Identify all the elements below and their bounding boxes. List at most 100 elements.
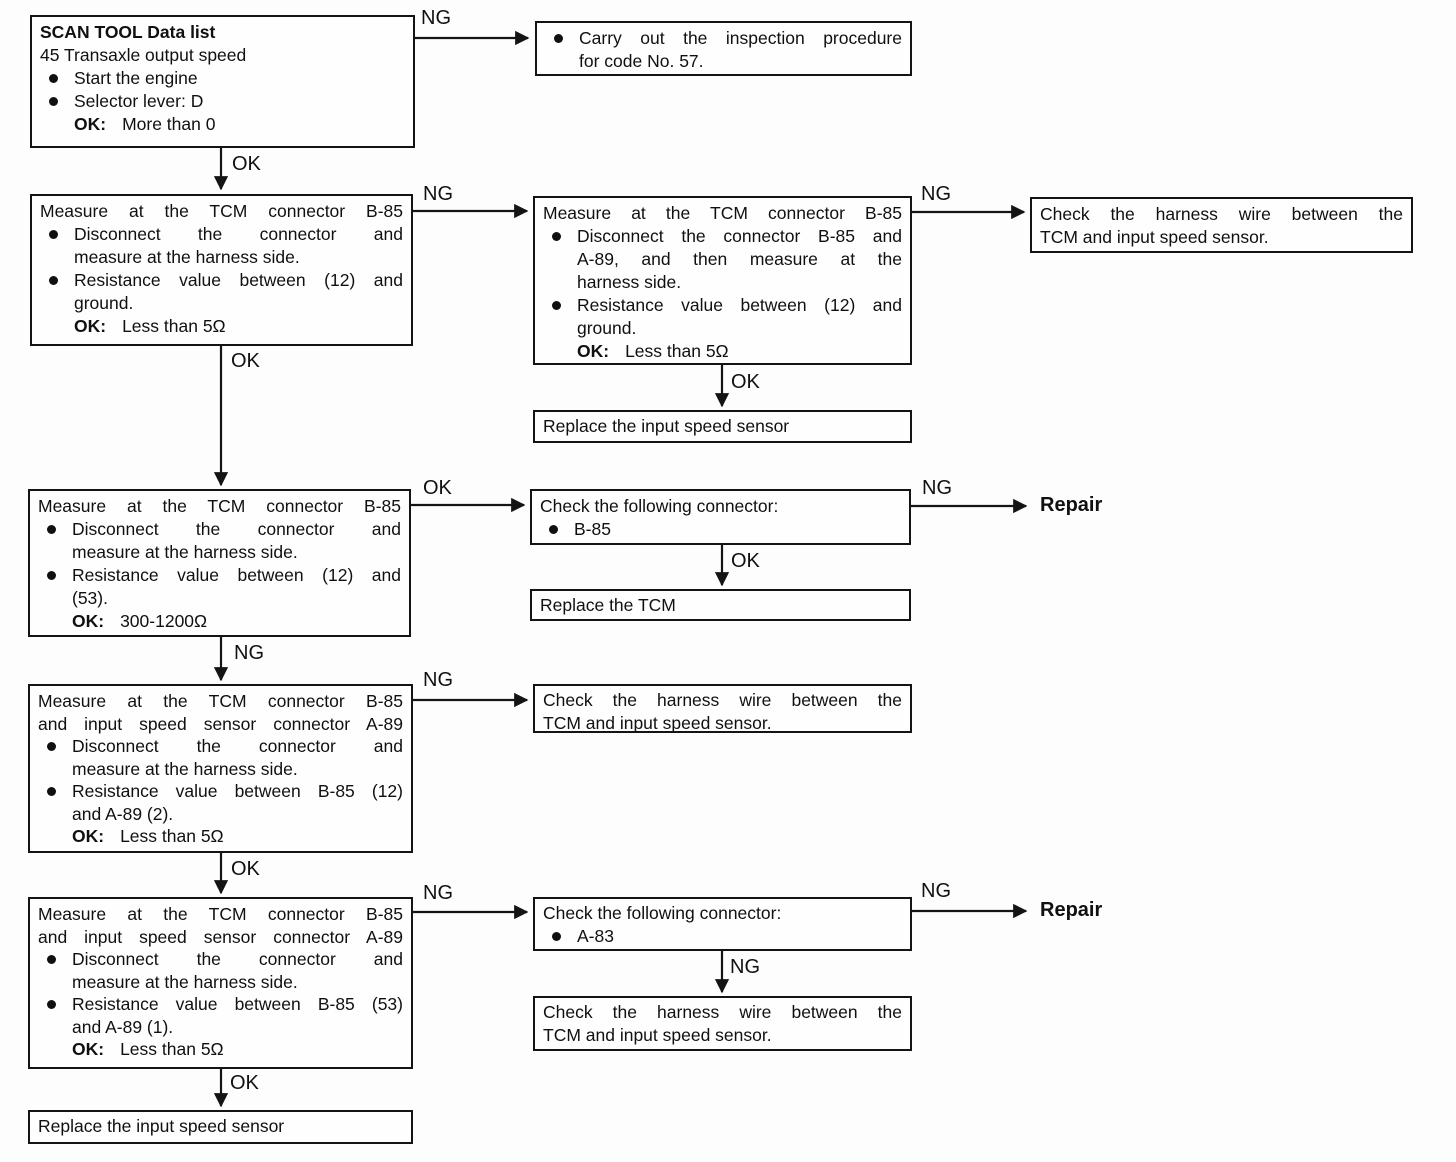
bullet-icon [540, 518, 574, 541]
box-text: Replace the input speed sensor [38, 1116, 285, 1136]
ok-value: Less than 5Ω [122, 316, 226, 336]
box-text-line: TCM and input speed sensor. [543, 1025, 772, 1045]
box-title-line: Measure at the TCM connector B-85 [38, 691, 403, 711]
bullet-text-line: (53). [72, 588, 108, 608]
bullet-item: Disconnect the connector and measure at … [38, 735, 403, 780]
flow-label-ok: OK [423, 477, 452, 499]
box-measure-b85-a89-53-1: Measure at the TCM connector B-85 and in… [28, 897, 413, 1069]
flow-label-ok: OK [731, 550, 760, 572]
bullet-icon [40, 223, 74, 269]
bullet-icon [543, 225, 577, 294]
bullet-icon [38, 948, 72, 993]
bullet-text: B-85 [574, 519, 611, 539]
bullet-text: Selector lever: D [74, 91, 204, 111]
flow-label-ok: OK [231, 350, 260, 372]
bullet-text-line: for code No. 57. [579, 51, 704, 71]
box-text-line: Check the harness wire between the [543, 1002, 902, 1022]
bullet-item: Disconnect the connector and measure at … [38, 948, 403, 993]
bullet-text-line: Resistance value between (12) and [577, 295, 902, 315]
box-title: Check the following connector: [540, 496, 779, 516]
bullet-text-line: measure at the harness side. [74, 247, 300, 267]
box-measure-b85-a89-12-2: Measure at the TCM connector B-85 and in… [28, 684, 413, 853]
bullet-icon [40, 269, 74, 315]
box-title: Measure at the TCM connector B-85 [40, 201, 403, 221]
bullet-icon [40, 67, 74, 90]
box-text-line: TCM and input speed sensor. [543, 713, 772, 733]
bullet-item: B-85 [540, 518, 901, 541]
bullet-text-line: Disconnect the connector and [74, 224, 403, 244]
ok-criteria: OK:More than 0 [74, 113, 405, 136]
flow-label-ng: NG [922, 477, 952, 499]
box-measure-b85-ground: Measure at the TCM connector B-85 Discon… [30, 194, 413, 346]
bullet-text-line: Resistance value between (12) and [74, 270, 403, 290]
flow-label-ng: NG [234, 642, 264, 664]
bullet-icon [38, 518, 72, 564]
terminal-repair: Repair [1040, 494, 1103, 516]
box-text-line: TCM and input speed sensor. [1040, 227, 1269, 247]
bullet-icon [40, 90, 74, 113]
bullet-item: Resistance value between B-85 (53) and A… [38, 993, 403, 1038]
bullet-item: A-83 [543, 925, 902, 948]
box-text: Replace the input speed sensor [543, 416, 790, 436]
bullet-text-line: ground. [74, 293, 134, 313]
box-title-line: and input speed sensor connector A-89 [38, 713, 403, 734]
bullet-icon [38, 735, 72, 780]
box-check-connector-a83: Check the following connector: A-83 [533, 897, 912, 951]
box-text: Replace the TCM [540, 595, 676, 615]
bullet-icon [543, 294, 577, 340]
box-replace-input-speed-sensor-mid: Replace the input speed sensor [533, 410, 912, 443]
bullet-item: Resistance value between B-85 (12) and A… [38, 780, 403, 825]
box-title: Check the following connector: [543, 903, 782, 923]
bullet-item: Disconnect the connector and measure at … [40, 223, 403, 269]
box-measure-b85-12-53: Measure at the TCM connector B-85 Discon… [28, 489, 411, 637]
box-measure-b85-a89-ground: Measure at the TCM connector B-85 Discon… [533, 196, 912, 365]
ok-prefix: OK: [74, 316, 107, 336]
flow-label-ok: OK [232, 153, 261, 175]
flow-label-ng: NG [921, 880, 951, 902]
box-text-line: Check the harness wire between the [1040, 204, 1403, 224]
bullet-text: A-83 [577, 926, 614, 946]
bullet-text-line: Resistance value between B-85 (53) [72, 994, 403, 1014]
bullet-item: Resistance value between (12) and (53). [38, 564, 401, 610]
ok-criteria: OK:300-1200Ω [72, 610, 401, 633]
box-replace-tcm: Replace the TCM [530, 589, 911, 621]
box-title: SCAN TOOL Data list [40, 22, 216, 42]
ok-prefix: OK: [72, 1039, 105, 1059]
bullet-text-line: Disconnect the connector B-85 and [577, 226, 902, 246]
box-title: Measure at the TCM connector B-85 [543, 203, 902, 223]
ok-prefix: OK: [577, 341, 610, 361]
bullet-item: Carry out the inspection procedure for c… [545, 27, 902, 73]
bullet-text-line: measure at the harness side. [72, 758, 298, 779]
bullet-text-line: Resistance value between (12) and [72, 565, 401, 585]
bullet-text-line: measure at the harness side. [72, 542, 298, 562]
box-check-harness-wire-1: Check the harness wire between the TCM a… [1030, 197, 1413, 253]
box-check-connector-b85: Check the following connector: B-85 [530, 489, 911, 545]
box-title: Measure at the TCM connector B-85 [38, 496, 401, 516]
ok-value: Less than 5Ω [625, 341, 729, 361]
box-replace-input-speed-sensor-bottom: Replace the input speed sensor [28, 1110, 413, 1144]
box-check-harness-wire-2: Check the harness wire between the TCM a… [533, 684, 912, 733]
bullet-text-line: ground. [577, 318, 637, 338]
ok-criteria: OK: Less than 5Ω [74, 315, 403, 338]
ok-criteria: OK: Less than 5Ω [577, 340, 902, 363]
bullet-text-line: Disconnect the connector and [72, 736, 403, 756]
bullet-item: Selector lever: D [40, 90, 405, 113]
bullet-text-line: Disconnect the connector and [72, 949, 403, 969]
bullet-item: Disconnect the connector B-85 and A-89, … [543, 225, 902, 294]
box-title-line: and input speed sensor connector A-89 [38, 926, 403, 947]
terminal-repair: Repair [1040, 899, 1103, 921]
flow-label-ok: OK [231, 858, 260, 880]
flow-label-ok: OK [731, 371, 760, 393]
bullet-item: Resistance value between (12) and ground… [543, 294, 902, 340]
bullet-icon [545, 27, 579, 73]
flow-label-ng: NG [423, 183, 453, 205]
bullet-item: Disconnect the connector and measure at … [38, 518, 401, 564]
bullet-text-line: and A-89 (1). [72, 1016, 174, 1037]
bullet-icon [38, 564, 72, 610]
bullet-text-line: Resistance value between B-85 (12) [72, 781, 403, 801]
flow-label-ng: NG [921, 183, 951, 205]
ok-prefix: OK: [72, 611, 105, 631]
ok-prefix: OK: [72, 826, 105, 846]
